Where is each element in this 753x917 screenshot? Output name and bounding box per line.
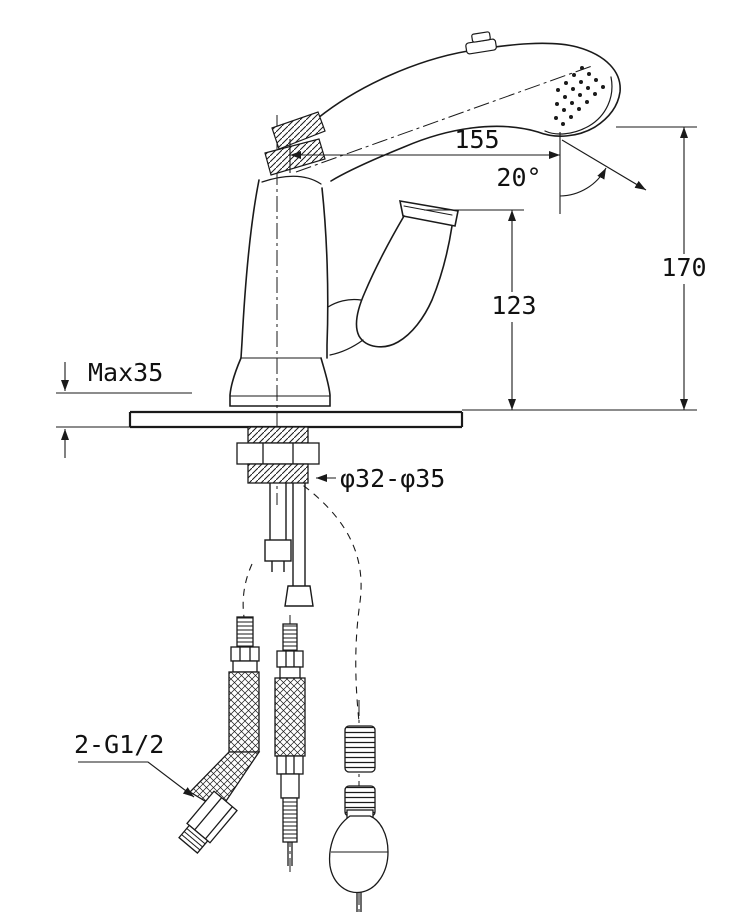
- knurled-grip: [264, 111, 326, 176]
- dim-170-label: 170: [661, 253, 706, 282]
- dim-20deg-label: 20°: [496, 163, 541, 192]
- diverter-button: [465, 31, 497, 55]
- spray-nozzle-dots: [554, 66, 605, 126]
- dim-max35-label: Max35: [88, 358, 163, 387]
- label-thread-leader: [78, 761, 195, 798]
- dim-170: [616, 126, 697, 410]
- ribbed-section-upper: [344, 725, 376, 773]
- label-thread: 2-G1/2: [74, 730, 164, 759]
- elbow-fitting: [178, 790, 238, 854]
- spout-head-outline: [317, 42, 621, 182]
- mounting-nut: [236, 442, 320, 465]
- weight-bulb: [328, 815, 389, 894]
- threaded-shank: [247, 426, 309, 444]
- dim-155: [289, 132, 561, 214]
- hose-left: [178, 616, 261, 854]
- hose-middle: [274, 623, 306, 866]
- mounting-hardware: [236, 426, 320, 484]
- mounting-deck: [56, 392, 697, 429]
- dim-20deg: [559, 139, 647, 197]
- spray-face-edge: [544, 76, 613, 135]
- dim-155-label: 155: [454, 125, 499, 154]
- washer: [247, 463, 309, 484]
- supply-tubes: [264, 483, 314, 607]
- column-left-edge: [240, 179, 260, 359]
- faucet-outline: [229, 31, 621, 407]
- dim-123-label: 123: [491, 291, 536, 320]
- base-escutcheon: [229, 357, 331, 407]
- handle: [327, 200, 459, 356]
- hose-weight: [328, 725, 389, 912]
- assembly-guides: [242, 477, 362, 723]
- dim-hole-label: φ32-φ35: [340, 464, 445, 493]
- dim-123: [424, 209, 524, 410]
- column-shoulder: [261, 175, 322, 185]
- column-right-edge: [321, 187, 329, 359]
